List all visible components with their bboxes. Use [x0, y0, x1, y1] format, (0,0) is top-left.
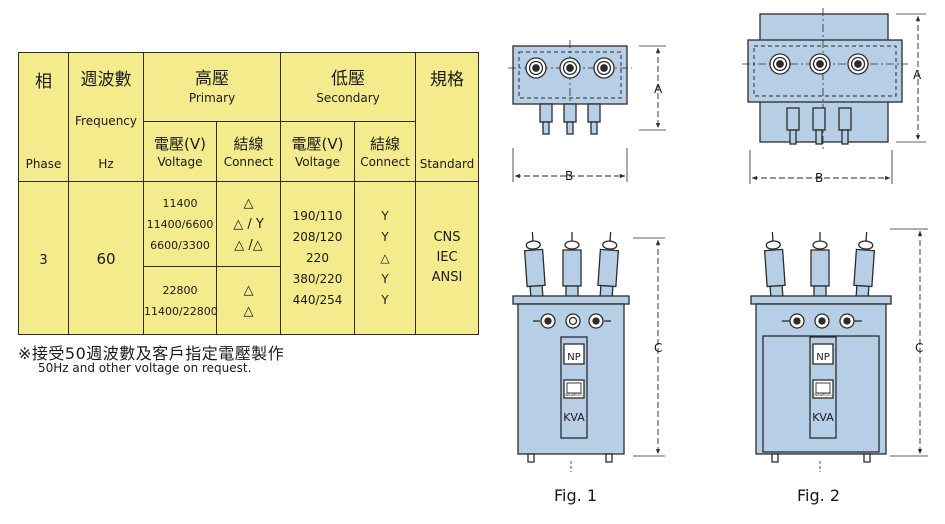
primary-connect-header: 結線 Connect [216, 121, 281, 182]
secondary-header: 低壓 Secondary [280, 52, 416, 122]
standards-list: CNS IEC ANSI [415, 181, 479, 335]
fig2-dim-b: B [815, 171, 823, 185]
fig2-label: Fig. 2 [797, 486, 840, 505]
primary-voltages-group2: 22800 11400/22800 [143, 266, 218, 335]
primary-header: 高壓 Primary [143, 52, 281, 122]
spec-table: 相 Phase 週波數 Frequency Hz 高壓 Primary 低壓 S… [18, 52, 479, 335]
secondary-voltage-header: 電壓(V) Voltage [280, 121, 355, 182]
fig1-top-view [508, 40, 666, 182]
frequency-value: 60 [68, 181, 144, 335]
fig1-front-view [512, 232, 665, 472]
fig2-front-view [750, 228, 928, 472]
fig1-nameplate: NP [567, 352, 581, 363]
secondary-voltages: 190/110 208/120 220 380/220 440/254 [280, 181, 355, 335]
fig2-dim-c: C [915, 341, 923, 355]
primary-connects-group2: △ △ [216, 266, 281, 335]
fig2-top-view [742, 8, 926, 184]
fig1-dim-b: B [565, 169, 573, 183]
fig1-kva: KVA [563, 411, 585, 424]
fig1-dim-a: A [654, 82, 663, 96]
fig2-logo: WAAIELEC [814, 393, 833, 397]
note-cjk: ※接受50週波數及客戶指定電壓製作 [18, 344, 285, 363]
phase-header: 相 Phase [18, 52, 69, 182]
fig2-dim-a: A [913, 68, 922, 82]
primary-connects-group1: △ △ / Y △ /△ [216, 181, 281, 267]
secondary-connect-header: 結線 Connect [354, 121, 416, 182]
secondary-connects: Y Y △ Y Y [354, 181, 416, 335]
primary-voltages-group1: 11400 11400/6600 6600/3300 [143, 181, 217, 267]
frequency-header: 週波數 Frequency Hz [68, 52, 144, 182]
standard-header: 規格 Standard [415, 52, 479, 182]
phase-value: 3 [18, 181, 69, 335]
note-en: 50Hz and other voltage on request. [38, 361, 252, 375]
fig1-label: Fig. 1 [554, 486, 597, 505]
primary-voltage-header: 電壓(V) Voltage [143, 121, 217, 182]
fig2-nameplate: NP [816, 352, 830, 363]
fig2-kva: KVA [812, 411, 834, 424]
fig1-logo: WAAIELEC [565, 393, 584, 397]
fig1-dim-c: C [654, 341, 662, 355]
